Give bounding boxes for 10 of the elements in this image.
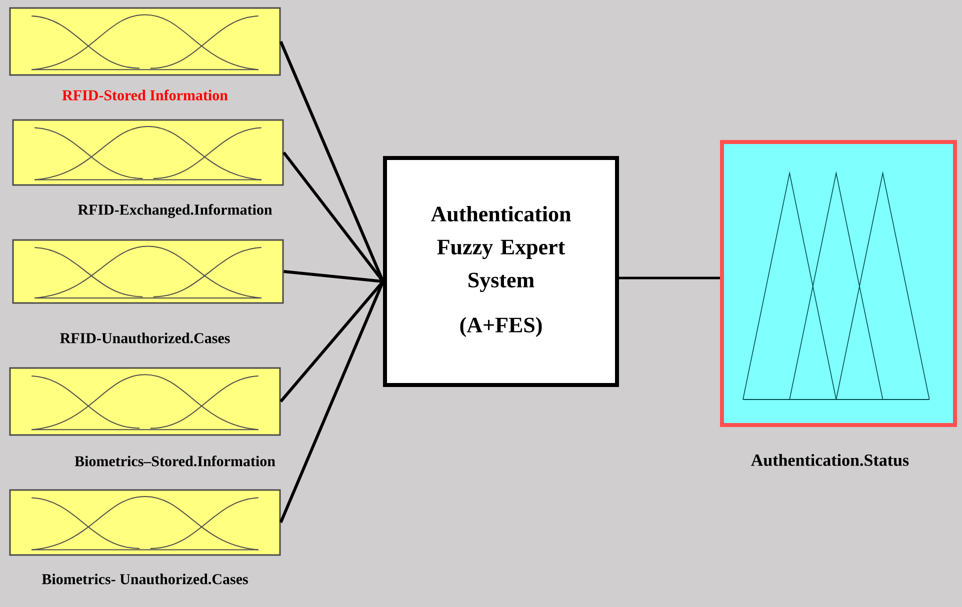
input-label: Biometrics- Unauthorized.Cases bbox=[42, 574, 248, 584]
input-label: RFID-Stored Information bbox=[62, 90, 228, 100]
connector-line bbox=[284, 270, 384, 283]
system-box: Authentication Fuzzy Expert System (A+FES) bbox=[383, 156, 619, 387]
input-label: RFID-Unauthorized.Cases bbox=[60, 332, 230, 344]
input-label: Biometrics–Stored.Information bbox=[74, 456, 276, 466]
output-label: Authentication.Status bbox=[751, 454, 909, 466]
connector-line bbox=[619, 276, 720, 280]
input-label: RFID-Exchanged.Information bbox=[78, 204, 272, 218]
connector-line bbox=[279, 280, 384, 524]
